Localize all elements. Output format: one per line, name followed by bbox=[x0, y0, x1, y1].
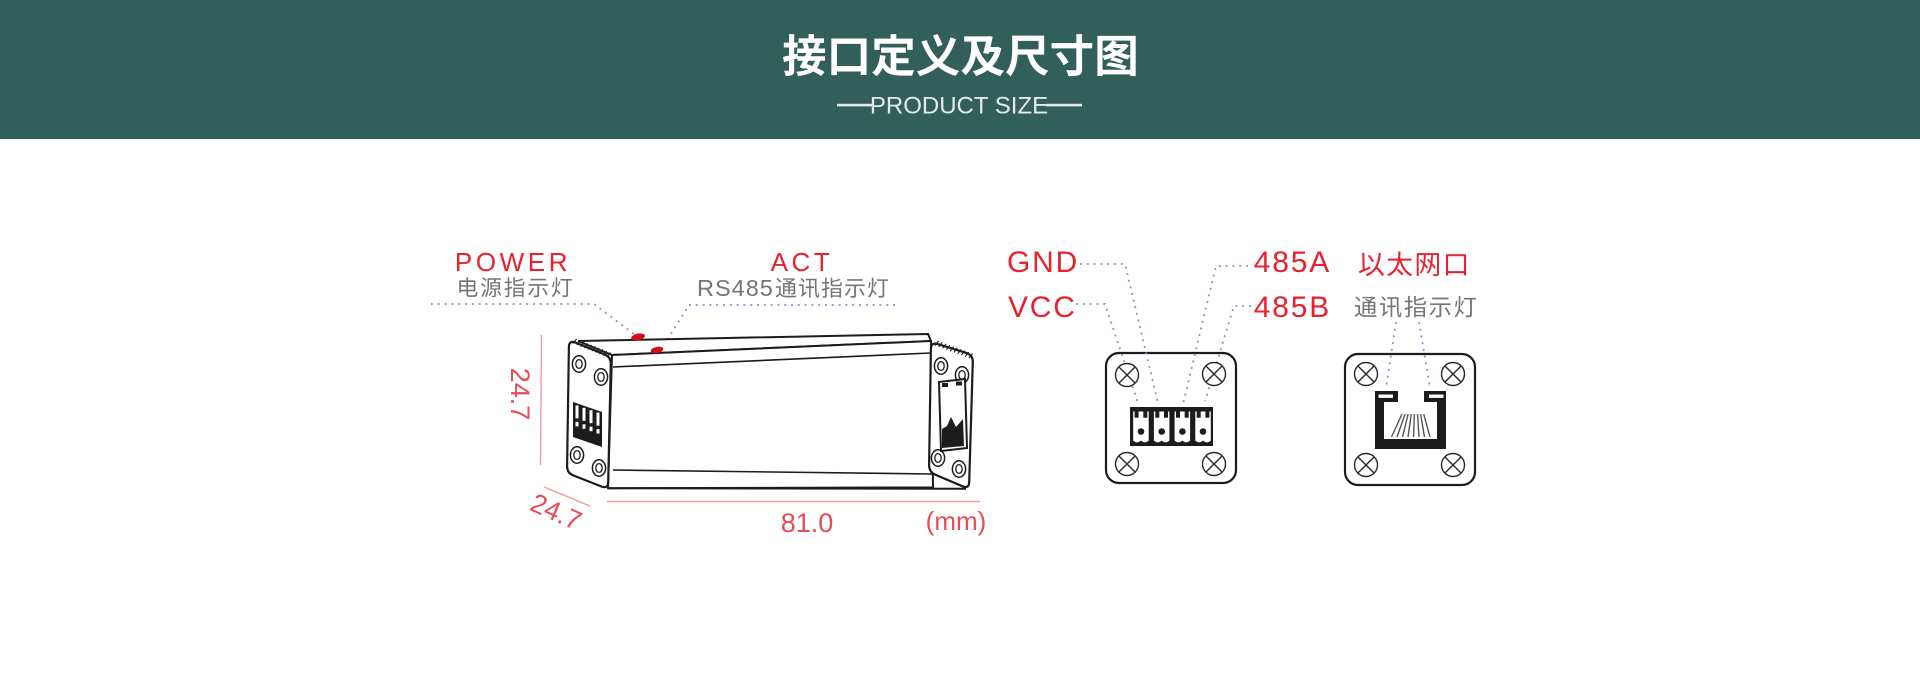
svg-text:GND: GND bbox=[1007, 246, 1079, 279]
svg-text:81.0: 81.0 bbox=[781, 508, 834, 538]
svg-text:485B: 485B bbox=[1254, 291, 1331, 324]
svg-text:24.7: 24.7 bbox=[505, 368, 535, 421]
svg-text:24.7: 24.7 bbox=[526, 488, 586, 537]
svg-text:VCC: VCC bbox=[1008, 291, 1077, 324]
svg-text:PRODUCT SIZE: PRODUCT SIZE bbox=[870, 93, 1048, 120]
svg-text:485A: 485A bbox=[1254, 246, 1331, 279]
svg-text:ACT: ACT bbox=[771, 247, 834, 277]
svg-text:(mm): (mm) bbox=[926, 506, 987, 536]
svg-text:POWER: POWER bbox=[455, 247, 571, 277]
svg-text:RS485: RS485 bbox=[697, 275, 774, 301]
